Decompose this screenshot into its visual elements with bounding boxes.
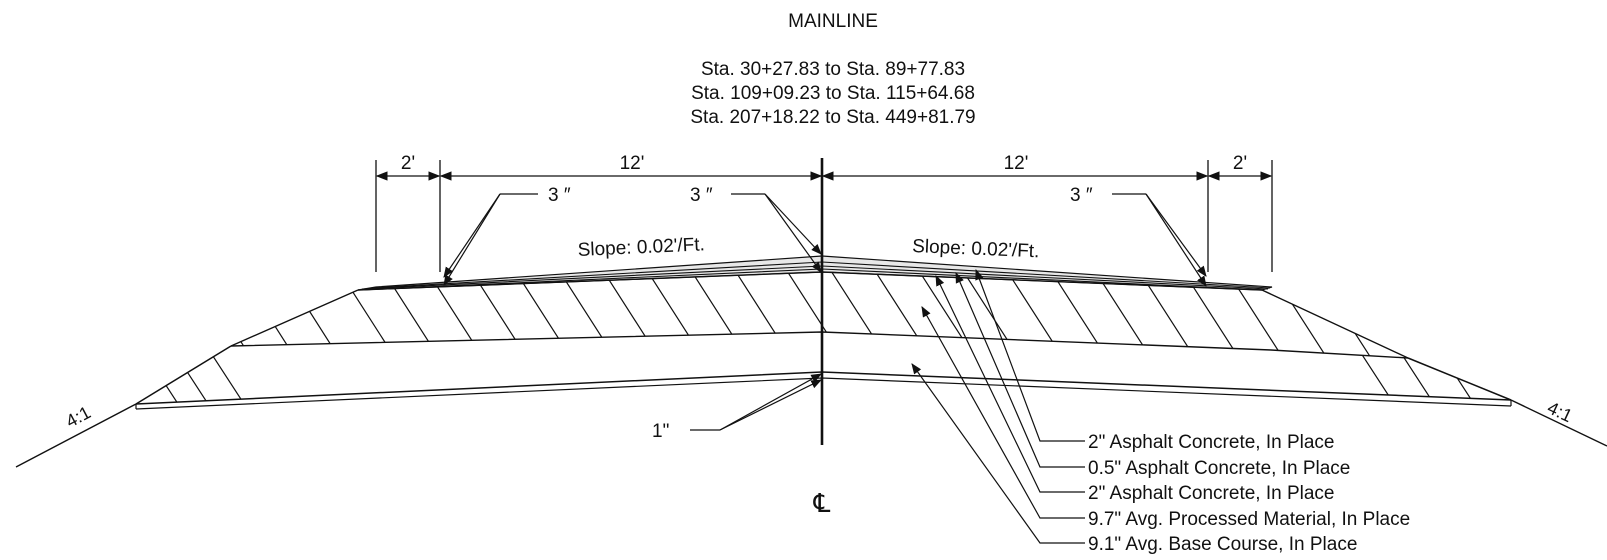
side-slope-left: 4:1 bbox=[62, 402, 93, 431]
layer-label-4: 9.7" Avg. Processed Material, In Place bbox=[1088, 509, 1410, 530]
svg-text:3 ″: 3 ″ bbox=[690, 185, 713, 206]
base-offset-callout: 1" bbox=[652, 373, 822, 442]
svg-text:3 ″: 3 ″ bbox=[1070, 185, 1093, 206]
centerline-symbol: ℄ bbox=[813, 488, 831, 518]
side-slope-right: 4:1 bbox=[1544, 397, 1575, 426]
svg-text:3 ″: 3 ″ bbox=[548, 185, 571, 206]
layer-label-1: 2" Asphalt Concrete, In Place bbox=[1088, 432, 1335, 453]
layer-label-3: 2" Asphalt Concrete, In Place bbox=[1088, 483, 1335, 504]
drawing-title: MAINLINE bbox=[788, 11, 878, 32]
slope-label-left: Slope: 0.02'/Ft. bbox=[577, 234, 705, 261]
layer-label-2: 0.5" Asphalt Concrete, In Place bbox=[1088, 458, 1350, 479]
layer-leaders bbox=[911, 268, 1085, 544]
pavement-section bbox=[15, 255, 1607, 468]
dim-right-shoulder: 2' bbox=[1233, 153, 1247, 174]
svg-text:1": 1" bbox=[652, 421, 669, 442]
dim-right-lane: 12' bbox=[1004, 153, 1029, 174]
station-range-1: Sta. 30+27.83 to Sta. 89+77.83 bbox=[701, 59, 965, 80]
dimension-lines bbox=[375, 160, 1273, 272]
slope-label-right: Slope: 0.02'/Ft. bbox=[912, 236, 1040, 262]
station-range-2: Sta. 109+09.23 to Sta. 115+64.68 bbox=[691, 83, 975, 104]
processed-material-hatch bbox=[231, 272, 1399, 358]
layer-label-5: 9.1" Avg. Base Course, In Place bbox=[1088, 534, 1357, 555]
overlay-callout-right: 3 ″ bbox=[1070, 185, 1207, 287]
dim-left-lane: 12' bbox=[620, 153, 645, 174]
dim-left-shoulder: 2' bbox=[401, 153, 415, 174]
station-range-3: Sta. 207+18.22 to Sta. 449+81.79 bbox=[690, 107, 975, 128]
overlay-callout-left: 3 ″ bbox=[443, 185, 571, 286]
overlay-callout-center: 3 ″ bbox=[690, 185, 822, 273]
